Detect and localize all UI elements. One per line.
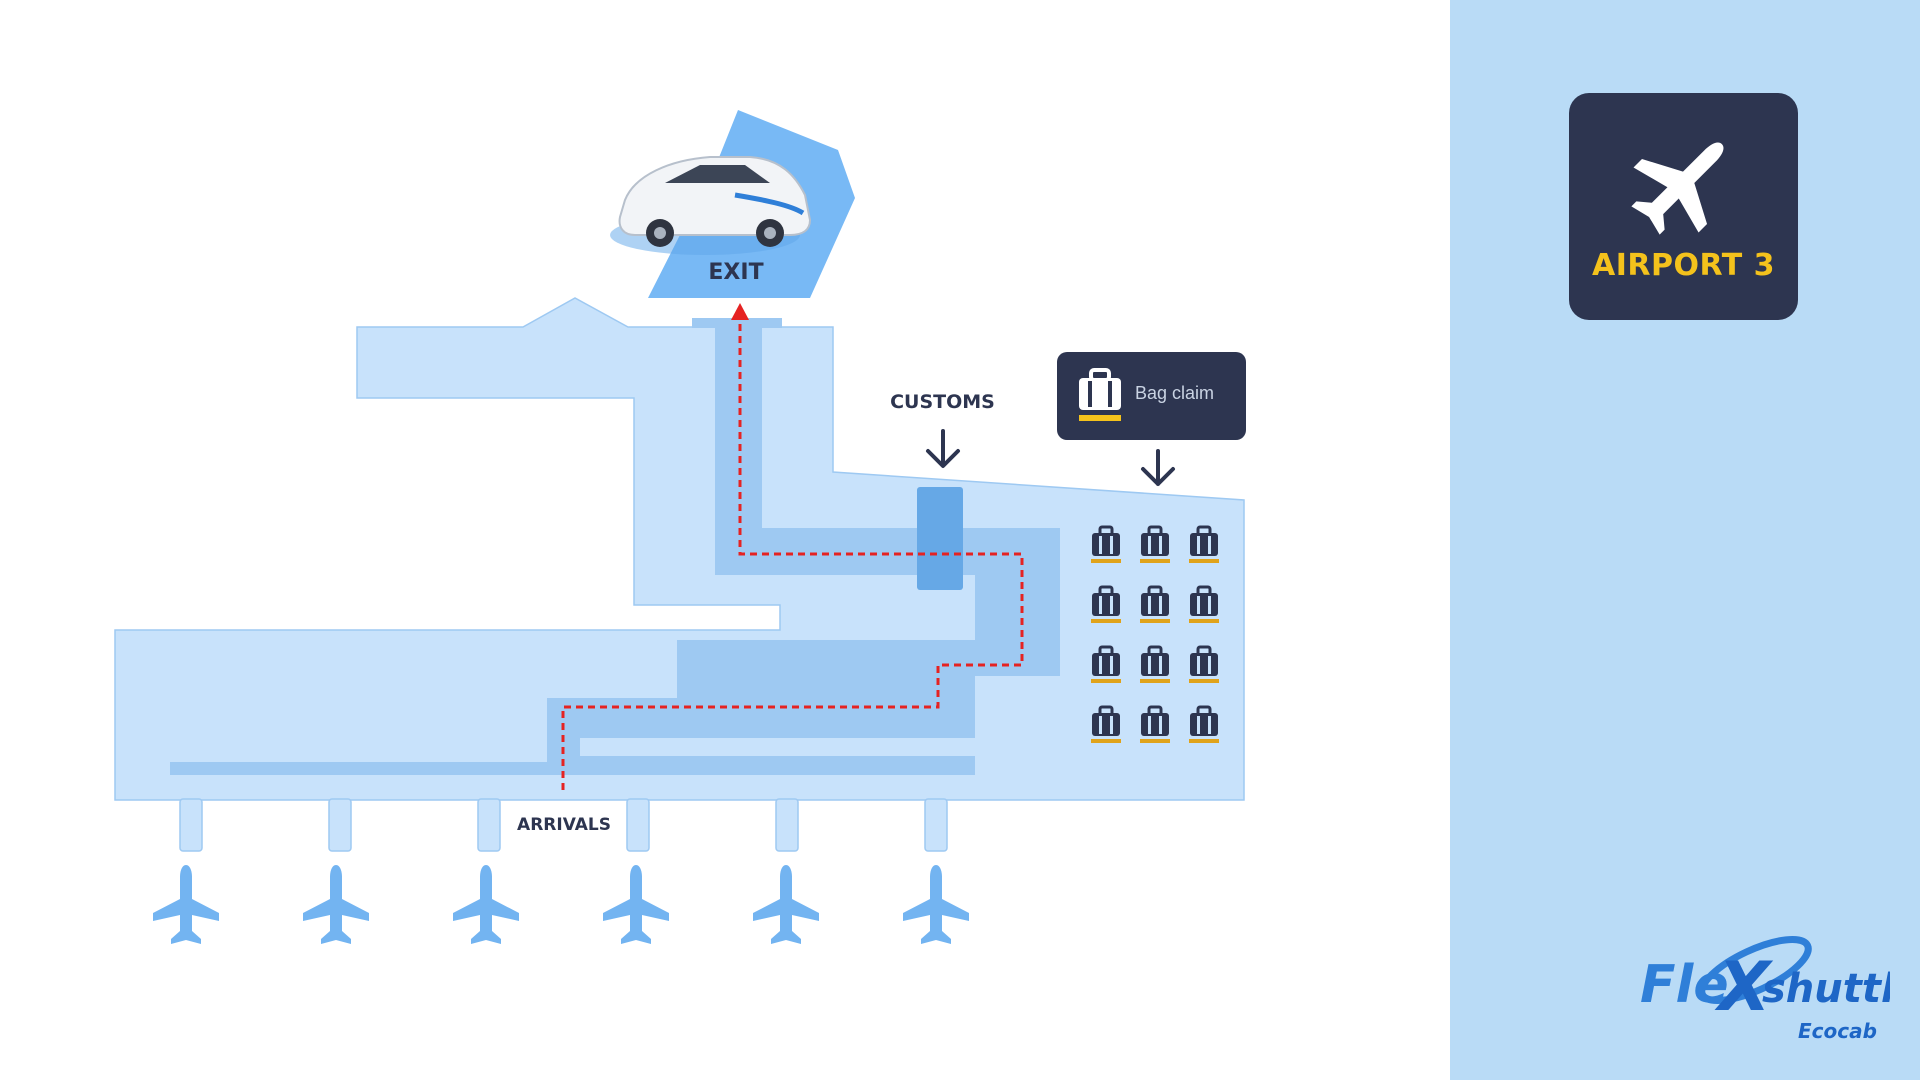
jet-bridges (179, 798, 948, 852)
customs-arrow-icon (926, 429, 960, 468)
arrivals-label: ARRIVALS (517, 815, 611, 835)
bag-claim-panel: Bag claim (1057, 352, 1246, 440)
luggage-icon (1079, 368, 1121, 421)
customs-label: CUSTOMS (890, 391, 995, 413)
customs-gate (917, 487, 963, 590)
airport-title: AIRPORT 3 (1591, 248, 1775, 283)
route-path (561, 303, 1024, 790)
gate-airplane-icon (453, 865, 519, 944)
exit-label: EXIT (708, 260, 764, 285)
svg-text:Fle: Fle (1640, 955, 1729, 1015)
gate-airplane-icon (903, 865, 969, 944)
gate-airplane-icon (603, 865, 669, 944)
gate-planes (153, 865, 969, 944)
svg-text:Ecocab: Ecocab (1798, 1019, 1877, 1043)
walkways (170, 318, 1060, 775)
bag-claim-label: Bag claim (1135, 383, 1215, 403)
airplane-icon (1631, 142, 1724, 235)
bag-claim-arrow-icon (1141, 449, 1175, 486)
walkway-top-funnel (692, 318, 782, 328)
svg-text:shuttle: shuttle (1762, 966, 1890, 1012)
gate-airplane-icon (153, 865, 219, 944)
flexshuttle-logo: Fle X shuttle Ecocab (1640, 936, 1890, 1043)
walkway-exit-corridor (170, 318, 1060, 775)
gate-airplane-icon (303, 865, 369, 944)
airport-badge: AIRPORT 3 (1569, 93, 1798, 320)
exit-zone (610, 110, 855, 298)
route-arrow-head (731, 303, 749, 320)
gate-airplane-icon (753, 865, 819, 944)
taxi-car-icon (610, 156, 812, 255)
svg-text:X: X (1714, 948, 1774, 1027)
terminal-map (114, 110, 1245, 944)
